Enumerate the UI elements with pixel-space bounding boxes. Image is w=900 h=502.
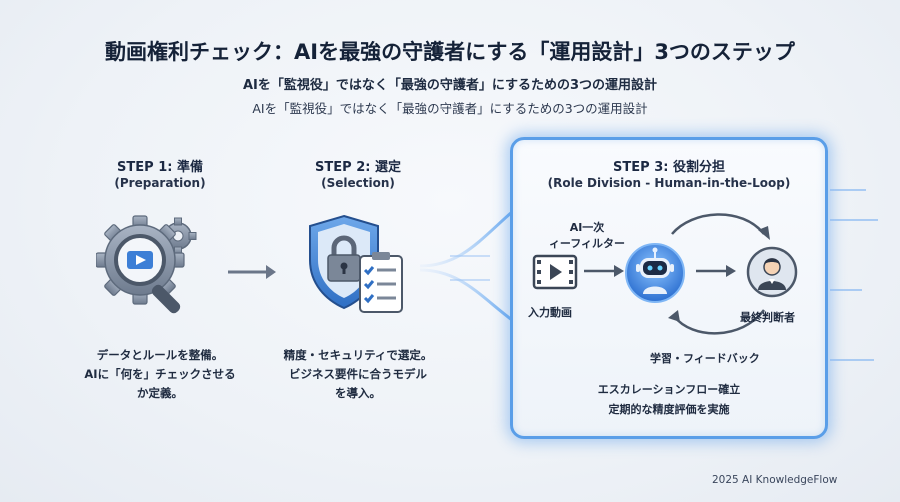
ai-filter-label-line: AI一次 xyxy=(569,221,605,234)
step2-description: 精度・セキュリティで選定。 ビジネス要件に合うモデル を導入。 xyxy=(250,346,466,403)
step3-title: STEP 3: 役割分担 xyxy=(613,160,725,175)
person-avatar-icon xyxy=(746,246,798,298)
input-video-label: 入力動画 xyxy=(528,306,572,319)
glow-lines xyxy=(830,189,878,361)
step2-title: STEP 2: 選定 xyxy=(315,160,401,175)
step3-note-line: 定期的な精度評価を実施 xyxy=(608,403,730,416)
step1-desc-line: データとルールを整備。 xyxy=(96,348,224,362)
step3-subtitle: (Role Division - Human-in-the-Loop) xyxy=(547,176,791,190)
step3-notes: エスカレーションフロー確立 定期的な精度評価を実施 xyxy=(512,380,826,420)
gear-magnifier-icon xyxy=(96,215,197,314)
step2-desc-line: 精度・セキュリティで選定。 xyxy=(283,348,433,362)
footer-credit: 2025 AI KnowledgeFlow xyxy=(712,474,838,486)
page-title: 動画権利チェック：AIを最強の守護者にする「運用設計」3つのステップ xyxy=(105,40,795,64)
arrow-right-icon xyxy=(228,265,276,279)
step2-desc-line: を導入。 xyxy=(335,386,381,400)
loop-arrows xyxy=(668,213,770,335)
page-subtitle-light: AIを「監視役」ではなく「最強の守護者」にするための3つの運用設計 xyxy=(252,101,648,116)
step1-desc-line: AIに「何を」チェックさせる xyxy=(84,367,236,381)
step1-description: データとルールを整備。 AIに「何を」チェックさせる か定義。 xyxy=(50,346,270,403)
step2-desc-line: ビジネス要件に合うモデル xyxy=(289,367,427,381)
arrow-right-icon xyxy=(584,265,624,277)
feedback-label: 学習・フィードバック xyxy=(650,352,760,365)
step2-subtitle: (Selection) xyxy=(321,176,395,190)
ai-filter-label-line: ィーフィルター xyxy=(548,237,626,250)
page-subtitle-bold: AIを「監視役」ではなく「最強の守護者」にするための3つの運用設計 xyxy=(242,78,658,93)
step3-note-line: エスカレーションフロー確立 xyxy=(597,383,741,396)
video-file-icon xyxy=(532,254,578,290)
shield-lock-checklist-icon xyxy=(309,214,403,313)
ai-filter-label: AI一次 ィーフィルター xyxy=(532,220,642,252)
arrow-right-icon xyxy=(696,265,736,277)
final-decision-label: 最終判断者 xyxy=(740,311,795,324)
step1-title: STEP 1: 準備 xyxy=(117,160,203,175)
step1-desc-line: か定義。 xyxy=(137,386,183,400)
ai-robot-icon xyxy=(625,243,685,303)
connector-glow xyxy=(420,210,513,322)
step1-subtitle: (Preparation) xyxy=(114,176,206,190)
